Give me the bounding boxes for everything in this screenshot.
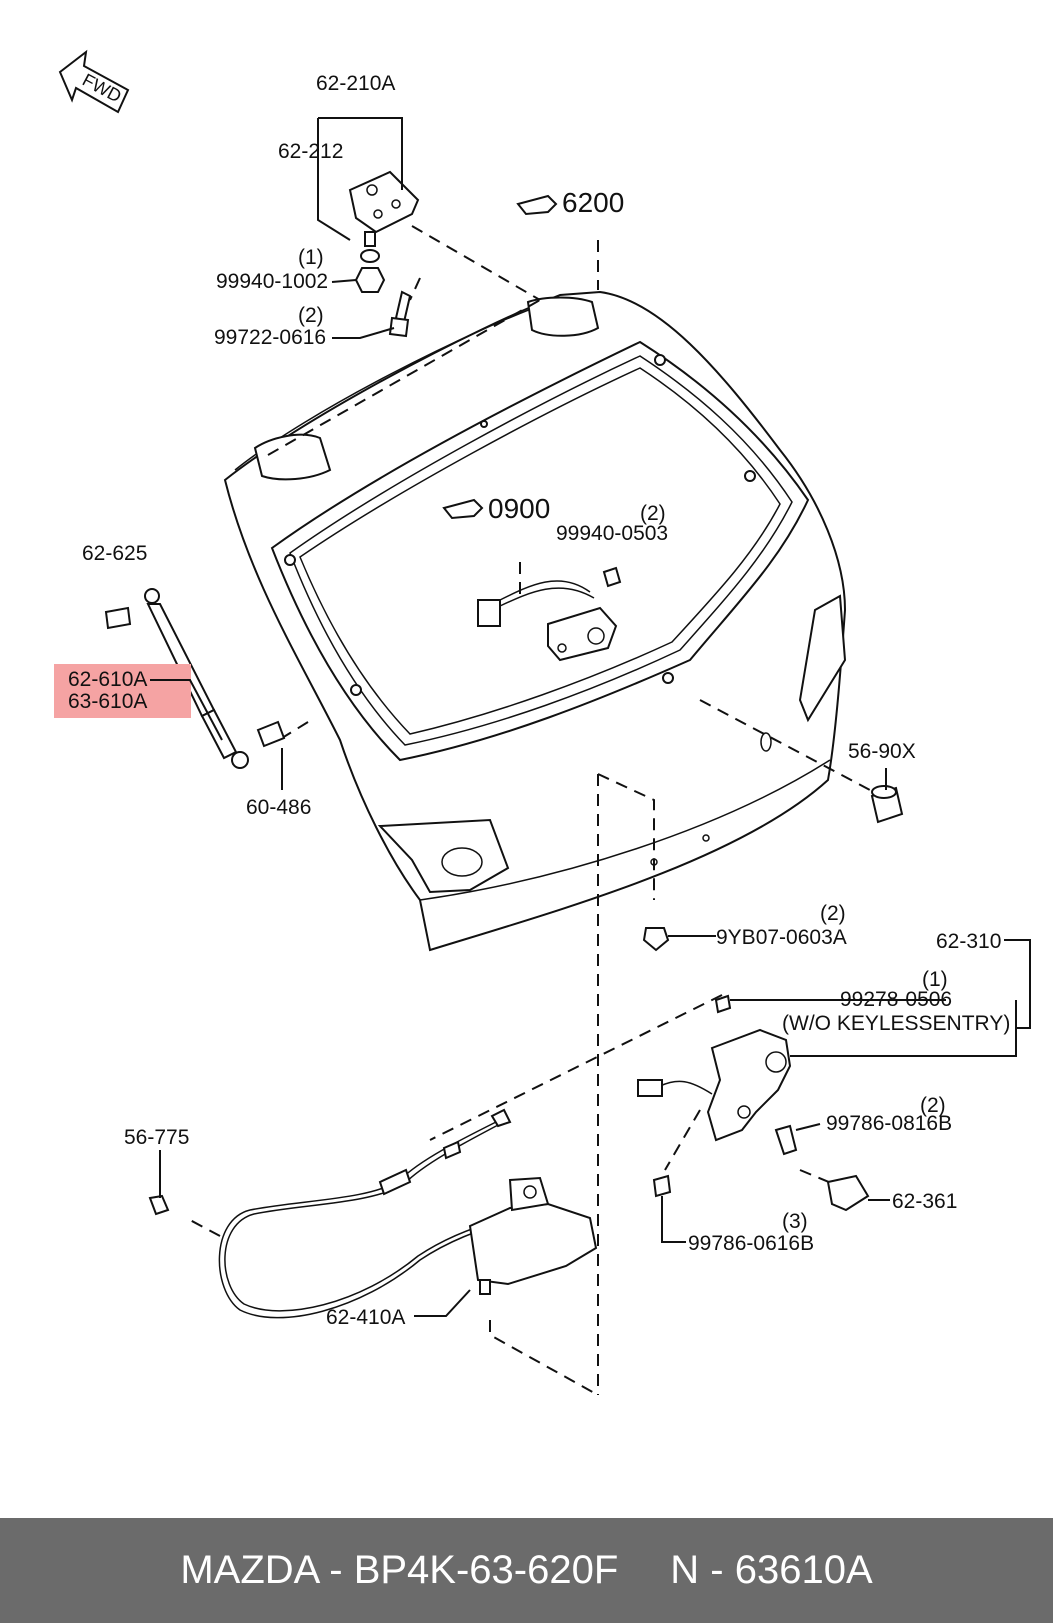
label-62-210A: 62-210A [316, 72, 395, 95]
ref-6200: 6200 [562, 187, 624, 218]
ref-0900: 0900 [488, 493, 550, 524]
qty-99722-0616: (2) [298, 304, 324, 327]
hinge-assembly [348, 170, 420, 338]
label-99940-0503: 99940-0503 [556, 522, 668, 545]
label-62-361: 62-361 [892, 1190, 957, 1213]
cable-clip [148, 1194, 170, 1216]
label-62-212: 62-212 [278, 140, 343, 163]
qty-99278-0506: (1) [922, 968, 948, 991]
qty-9YB07-0603A: (2) [820, 902, 846, 925]
bumper-stop [870, 785, 904, 824]
footer-cross-reference: N - 63610A [670, 1548, 873, 1592]
label-56-775: 56-775 [124, 1126, 189, 1149]
label-63-610A: 63-610A [68, 690, 147, 713]
label-62-625: 62-625 [82, 542, 147, 565]
fwd-arrow-icon: FWD [58, 49, 130, 114]
label-99786-0616B: 99786-0616B [688, 1232, 814, 1255]
hinge-leaders [317, 117, 403, 339]
label-9YB07-0603A: 9YB07-0603A [716, 926, 847, 949]
label-62-610A: 62-610A [68, 668, 147, 691]
latch-assembly [637, 994, 870, 1212]
qty-99786-0616B: (3) [782, 1210, 808, 1233]
parts-diagram: FWD [54, 49, 1031, 1396]
outer-handle-switch [468, 1176, 598, 1295]
label-56-90X: 56-90X [848, 740, 916, 763]
liftgate-panel [223, 290, 847, 952]
qty-99940-0503: (2) [640, 502, 666, 525]
rear-washer-harness [477, 566, 622, 662]
ref-hand-icon [442, 498, 484, 520]
label-99786-0816B: 99786-0816B [826, 1112, 952, 1135]
label-62-310: 62-310 [936, 930, 1001, 953]
highlight-box [54, 664, 191, 718]
qty-99940-1002: (1) [298, 246, 324, 269]
note-without-keyless-entry: (W/O KEYLESSENTRY) [782, 1012, 1010, 1035]
label-60-486: 60-486 [246, 796, 311, 819]
ref-hand-icon [516, 194, 558, 216]
footer-bar: MAZDA - BP4K-63-620F N - 63610A [0, 1518, 1053, 1623]
qty-99786-0816B: (2) [920, 1094, 946, 1117]
label-99278-0506: 99278-0506 [840, 988, 952, 1011]
clip [642, 927, 670, 952]
release-cable [218, 1108, 512, 1319]
label-62-410A: 62-410A [326, 1306, 405, 1329]
label-99722-0616: 99722-0616 [214, 326, 326, 349]
dashed-guides [189, 225, 871, 1396]
label-99940-1002: 99940-1002 [216, 270, 328, 293]
footer-part-number: MAZDA - BP4K-63-620F [180, 1548, 619, 1592]
